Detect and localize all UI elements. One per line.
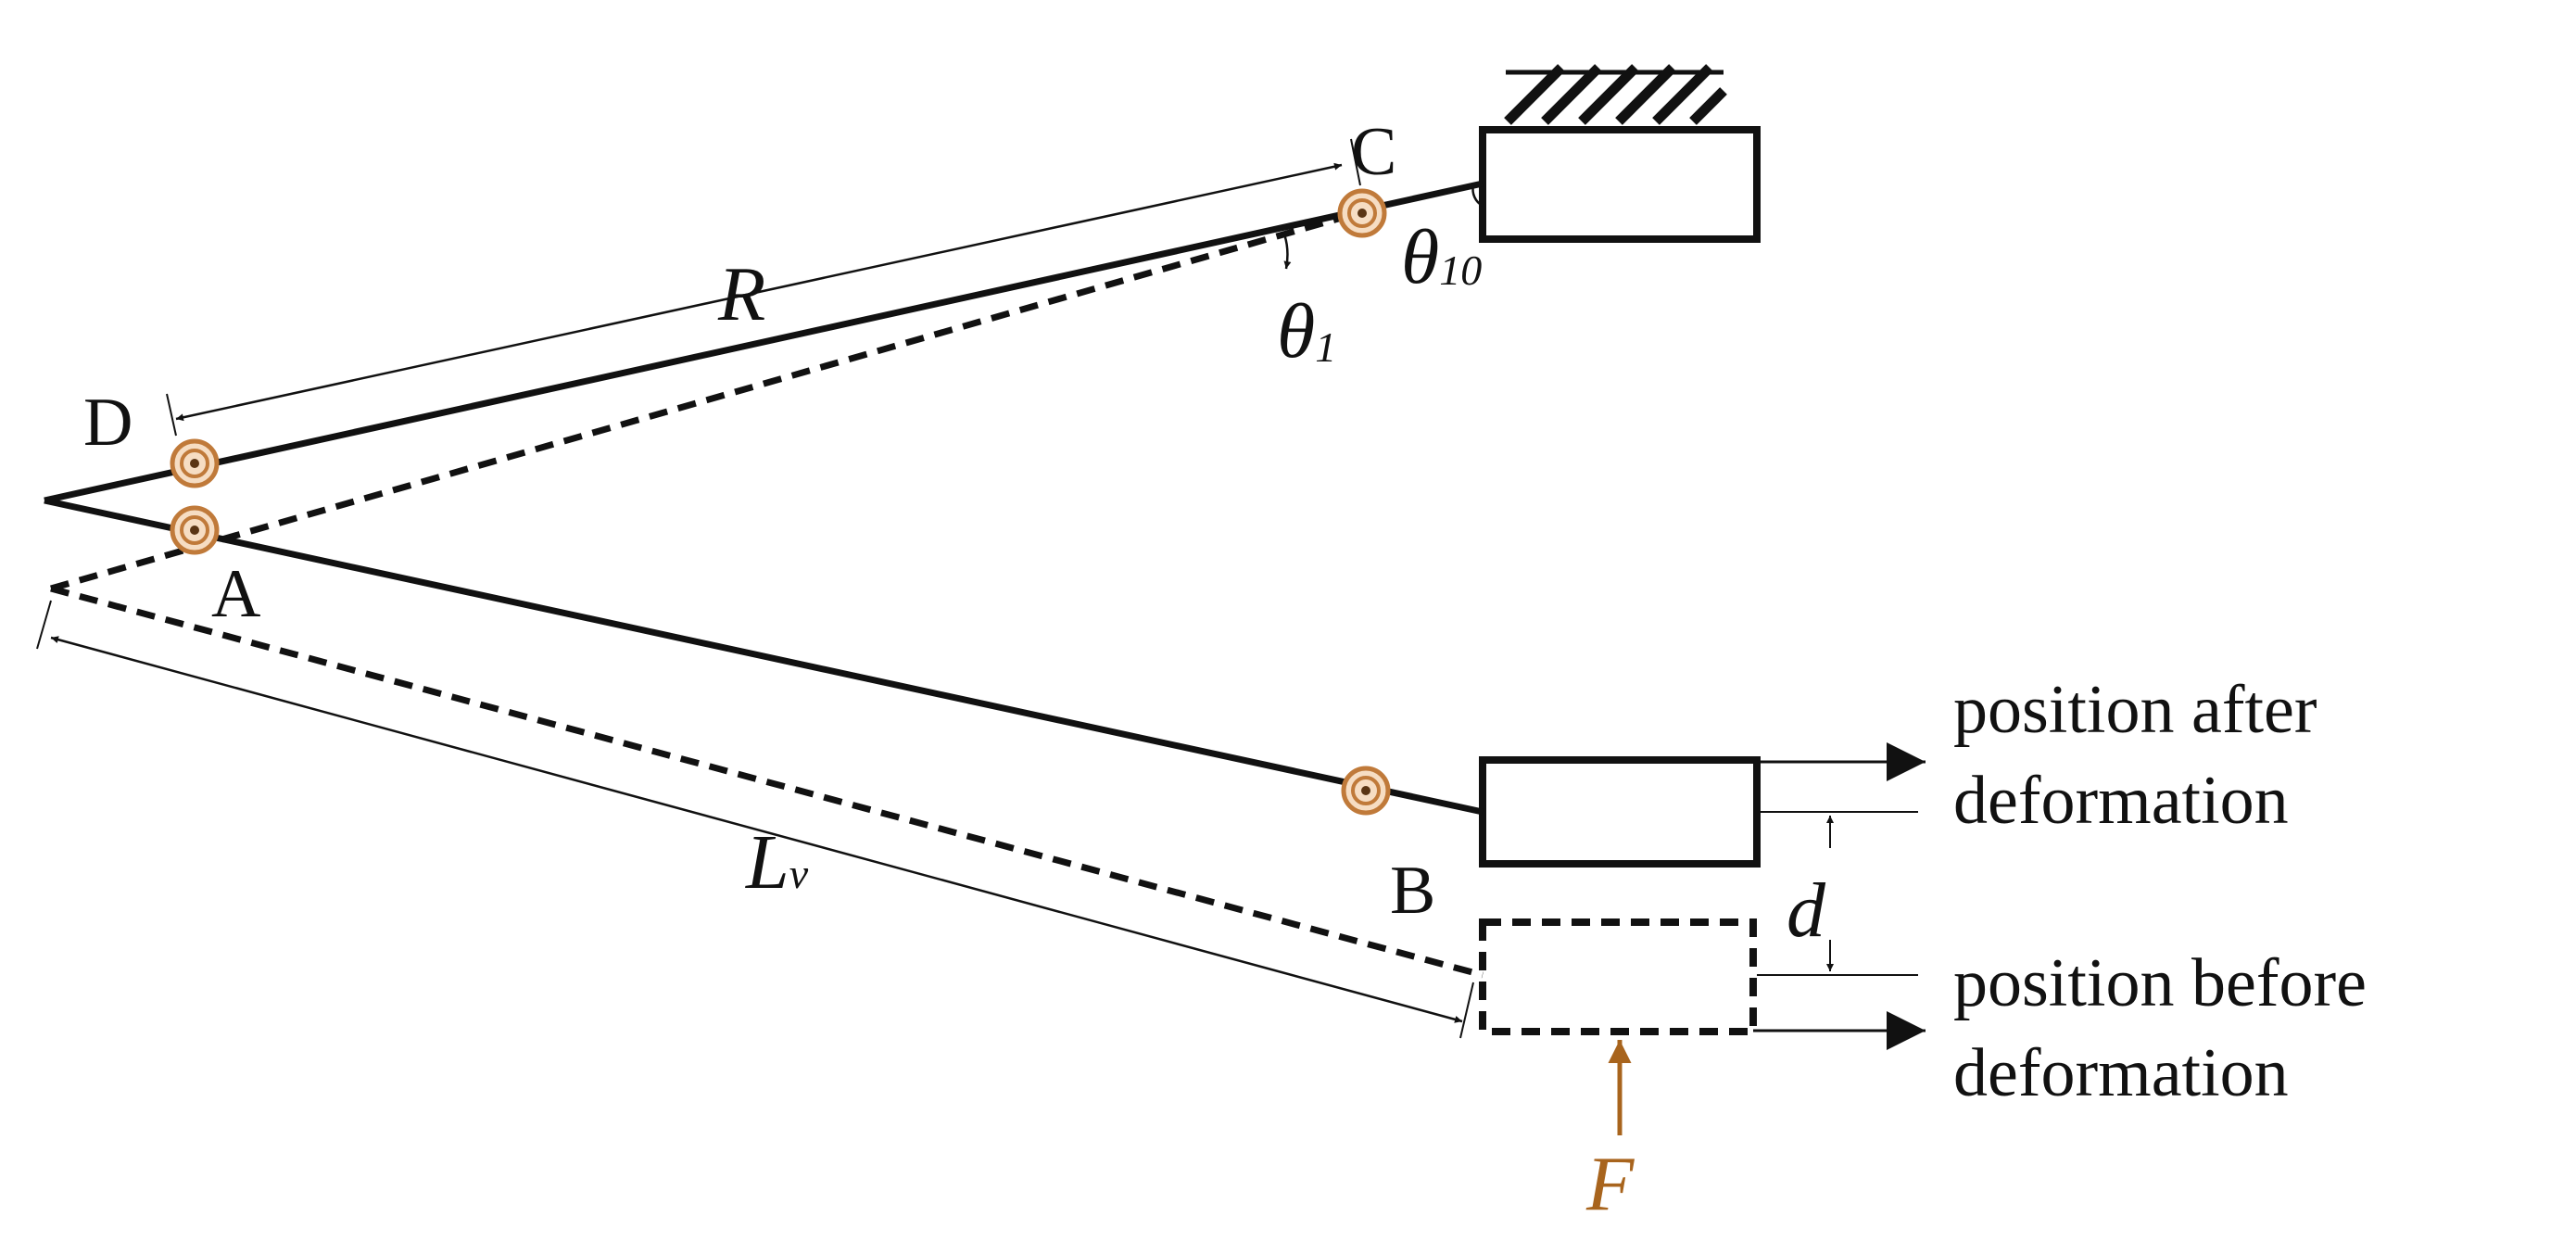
dimension-r: [166, 138, 1361, 437]
upper-link-before: [50, 209, 1358, 592]
upper-link-after: [44, 180, 1484, 504]
point-label-a: A: [211, 556, 260, 632]
spring-joint-a: [170, 505, 220, 555]
label-f: F: [1585, 1141, 1635, 1227]
theta1-angle-mark: [1282, 231, 1292, 270]
spring-joint-b: [1341, 766, 1391, 816]
point-label-d: D: [83, 385, 133, 461]
fixed-block: [1479, 126, 1761, 243]
legend-before-line1: position before: [1953, 945, 2367, 1021]
spring-joint-c: [1337, 188, 1387, 238]
point-label-c: C: [1351, 114, 1396, 190]
label-theta1: θ1: [1277, 288, 1336, 374]
point-label-b: B: [1390, 853, 1435, 929]
slider-before-block: [1479, 918, 1757, 1035]
fixed-ground-hatch: [1504, 64, 1727, 125]
lower-link-before: [50, 585, 1484, 979]
lower-link-after: [44, 497, 1484, 816]
theta10-angle-mark: [1471, 184, 1484, 208]
dimension-lv: [36, 600, 1474, 1039]
dimension-d: [1757, 811, 1918, 976]
label-d: d: [1787, 868, 1826, 954]
slider-after-block: [1479, 756, 1761, 868]
label-r: R: [717, 251, 765, 337]
legend-after-line2: deformation: [1953, 763, 2289, 839]
spring-joint-d: [170, 438, 220, 488]
label-lv: Lv: [745, 819, 809, 906]
label-theta10: θ10: [1401, 214, 1482, 300]
legend-before-line2: deformation: [1953, 1035, 2289, 1111]
legend-after-line1: position after: [1953, 672, 2317, 748]
